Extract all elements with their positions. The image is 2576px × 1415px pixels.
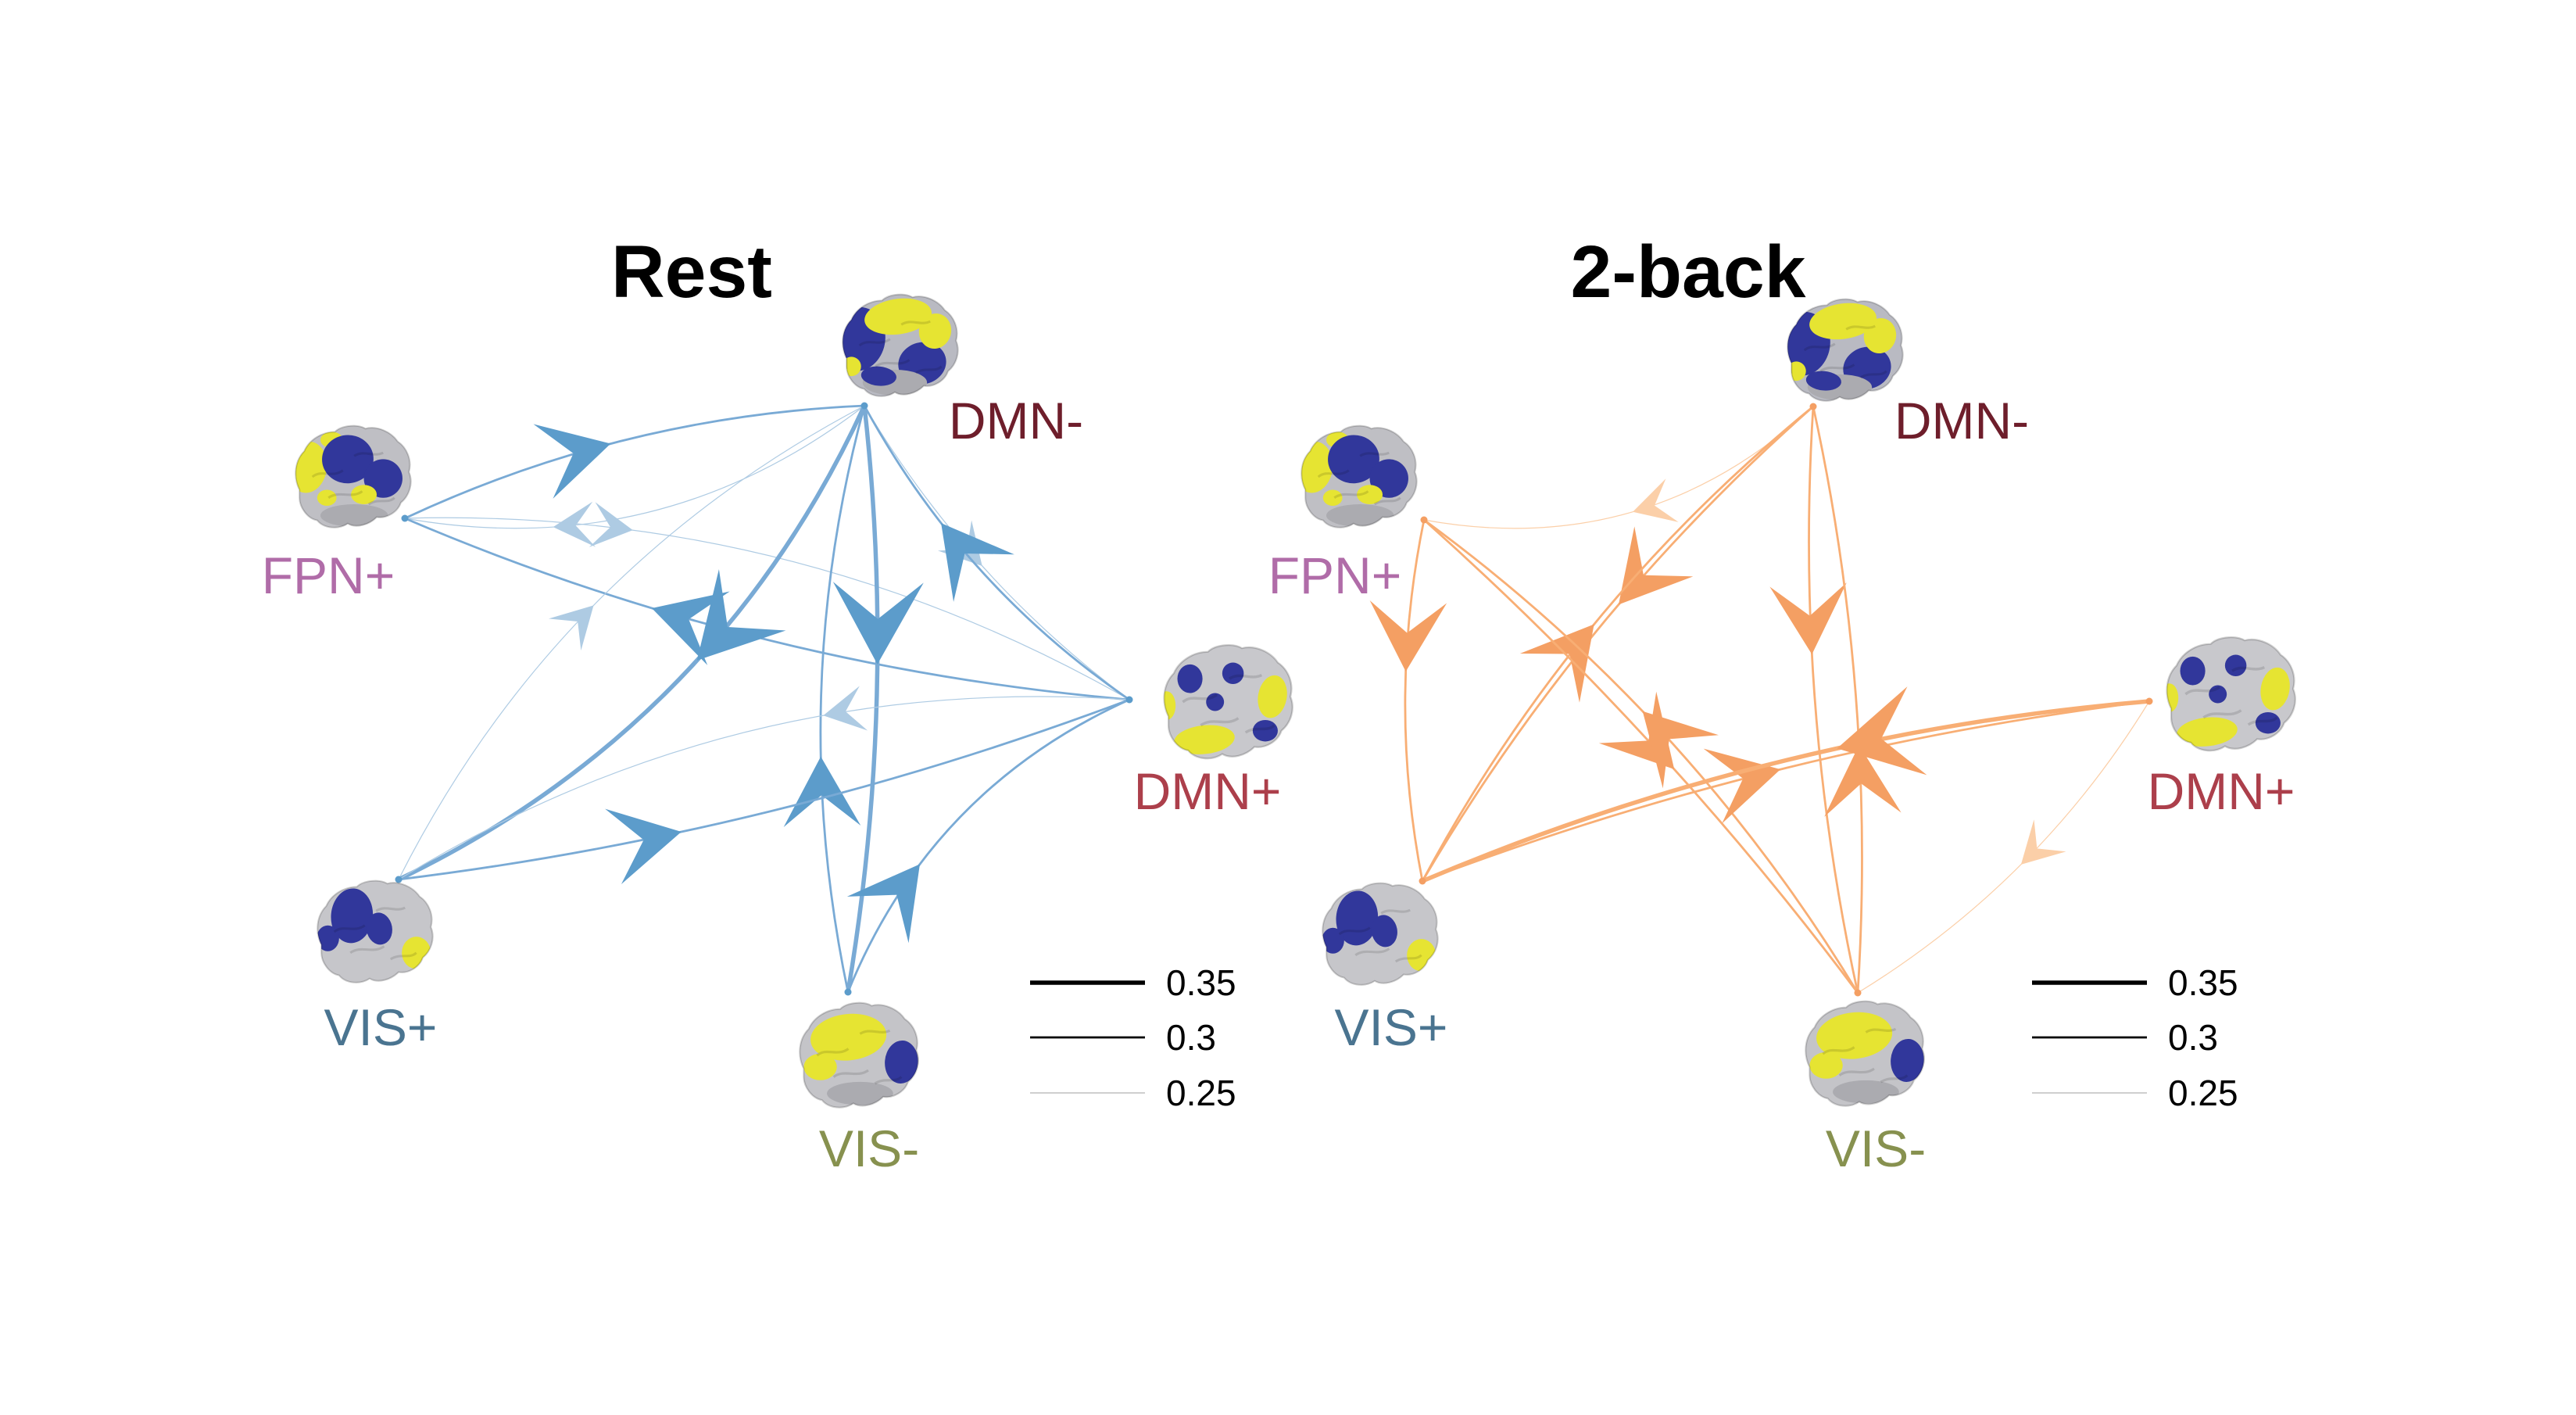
node-label-DMN+: DMN+ [2148,762,2295,820]
panel-title-rest: Rest [611,231,772,313]
edge-VIS--to-DMN- [1812,406,1863,994]
node-anchor-dot [2145,697,2153,705]
arrowhead-VIS--to-DMN- [783,756,861,828]
arrowhead-DMN--to-DMN+ [938,520,982,566]
node-anchor-dot [1125,696,1133,704]
legend-label-035: 0.35 [2168,962,2238,1003]
edges-2back [1369,405,2150,994]
node-rest-VIS+: VIS+ [324,876,438,1056]
arrowhead-FPN+-to-DMN+ [589,502,633,547]
edge-DMN--to-VIS+ [1421,405,1814,882]
arrowhead-VIS+-to-DMN+ [605,808,682,885]
brain-icon-dmn-neg [842,293,959,397]
edge-FPN+-to-DMN+ [404,517,1130,700]
arrowhead-DMN+-to-VIS+ [823,686,868,731]
node-label-DMN-: DMN- [949,392,1083,450]
brain-icon-dmn-pos [2166,636,2296,752]
node-label-DMN+: DMN+ [1134,762,1282,820]
node-label-VIS-: VIS- [1826,1119,1926,1177]
node-label-VIS+: VIS+ [1335,998,1448,1056]
node-anchor-dot [395,876,402,883]
edge-VIS+-to-DMN- [398,405,865,880]
arrowhead-FPN+-to-DMN- [533,424,611,499]
arrowhead-DMN+-to-VIS- [2020,819,2066,865]
edge-DMN--to-DMN+ [864,405,1130,700]
node-anchor-dot [1420,516,1428,524]
edge-DMN--to-VIS+ [397,404,867,882]
node-rest-VIS-: VIS- [819,988,919,1177]
legend-label-025: 0.25 [1166,1073,1236,1113]
legend-rest: 0.35 0.3 0.25 [1030,962,1236,1113]
arrowhead-DMN+-to-DMN- [941,523,1014,602]
node-label-VIS+: VIS+ [324,998,438,1056]
arrowhead-VIS--to-FPN+ [1642,711,1719,789]
node-rest-DMN+: DMN+ [1125,696,1282,820]
arrowhead-DMN--to-VIS+ [1618,526,1694,605]
edge-DMN--to-VIS- [1808,406,1859,994]
brain-icon-fpn-plus [1301,424,1418,528]
node-2back-VIS-: VIS- [1826,989,1926,1177]
arrowhead-DMN--to-FPN+ [553,501,596,547]
node-anchor-dot [860,402,868,410]
edge-FPN+-to-VIS+ [1404,519,1426,882]
node-anchor-dot [1419,877,1426,885]
legend-label-030: 0.3 [2168,1017,2218,1058]
edge-VIS+-to-DMN- [1421,405,1814,882]
edge-DMN+-to-VIS+ [398,696,1130,880]
arrowhead-DMN--to-VIS+ [696,569,786,661]
brain-icon-vis-plus [317,879,434,983]
brain-icon-fpn-plus [295,424,412,528]
edges-rest [397,404,1130,993]
node-2back-VIS+: VIS+ [1335,877,1448,1056]
node-anchor-dot [401,514,409,522]
edge-VIS--to-DMN+ [846,698,1130,993]
arrowhead-FPN+-to-VIS+ [1369,600,1447,672]
legend-label-030: 0.3 [1166,1017,1216,1058]
brain-icon-dmn-pos [1163,644,1293,760]
legend-label-035: 0.35 [1166,962,1236,1003]
arrowhead-FPN+-to-VIS- [1598,691,1675,770]
node-label-DMN-: DMN- [1894,392,2029,450]
arrowhead-DMN--to-VIS- [1769,582,1847,654]
node-anchor-dot [844,988,852,996]
brain-icon-vis-plus [1322,882,1439,986]
arrowhead-DMN--to-VIS- [832,582,924,665]
legend-label-025: 0.25 [2168,1073,2238,1113]
arrowhead-VIS--to-DMN+ [846,864,920,944]
arrowhead-VIS+-to-DMN- [549,605,594,651]
edge-DMN--to-FPN+ [1423,406,1814,529]
edge-VIS+-to-DMN+ [398,698,1130,881]
brain-icon-dmn-neg [1787,298,1904,402]
node-2back-DMN+: DMN+ [2145,697,2295,820]
edge-DMN+-to-VIS- [1857,700,2150,994]
brain-icon-vis-neg [1805,1000,1925,1107]
brain-icon-vis-neg [799,1001,919,1109]
node-anchor-dot [1809,403,1817,410]
legend-2back: 0.35 0.3 0.25 [2032,962,2238,1113]
edge-DMN--to-VIS- [846,405,880,993]
node-rest-FPN+: FPN+ [262,514,409,604]
arrowhead-VIS--to-DMN- [1824,745,1902,817]
edge-DMN+-to-DMN- [863,405,1130,701]
arrowhead-DMN--to-FPN+ [1633,478,1679,522]
node-2back-FPN+: FPN+ [1268,516,1428,604]
edge-VIS--to-DMN- [819,405,866,993]
node-2back-DMN-: DMN- [1809,392,2029,450]
node-label-VIS-: VIS- [819,1119,919,1177]
arrowhead-DMN+-to-VIS+ [1837,686,1927,776]
edge-DMN--to-FPN+ [404,405,865,529]
node-rest-DMN-: DMN- [860,392,1083,450]
node-label-FPN+: FPN+ [1268,546,1402,604]
panel-title-2back: 2-back [1570,231,1805,313]
edge-DMN+-to-FPN+ [404,517,1130,701]
edge-DMN+-to-VIS+ [1421,699,2150,883]
arrowhead-DMN+-to-FPN+ [652,591,730,665]
network-render-layer: DMN- FPN+ DMN+ VIS+ VIS- DMN- FPN+ DMN+ VIS+ VIS- [262,293,2296,1177]
edge-FPN+-to-DMN- [404,404,865,520]
node-anchor-dot [1854,989,1862,997]
node-label-FPN+: FPN+ [262,546,395,604]
